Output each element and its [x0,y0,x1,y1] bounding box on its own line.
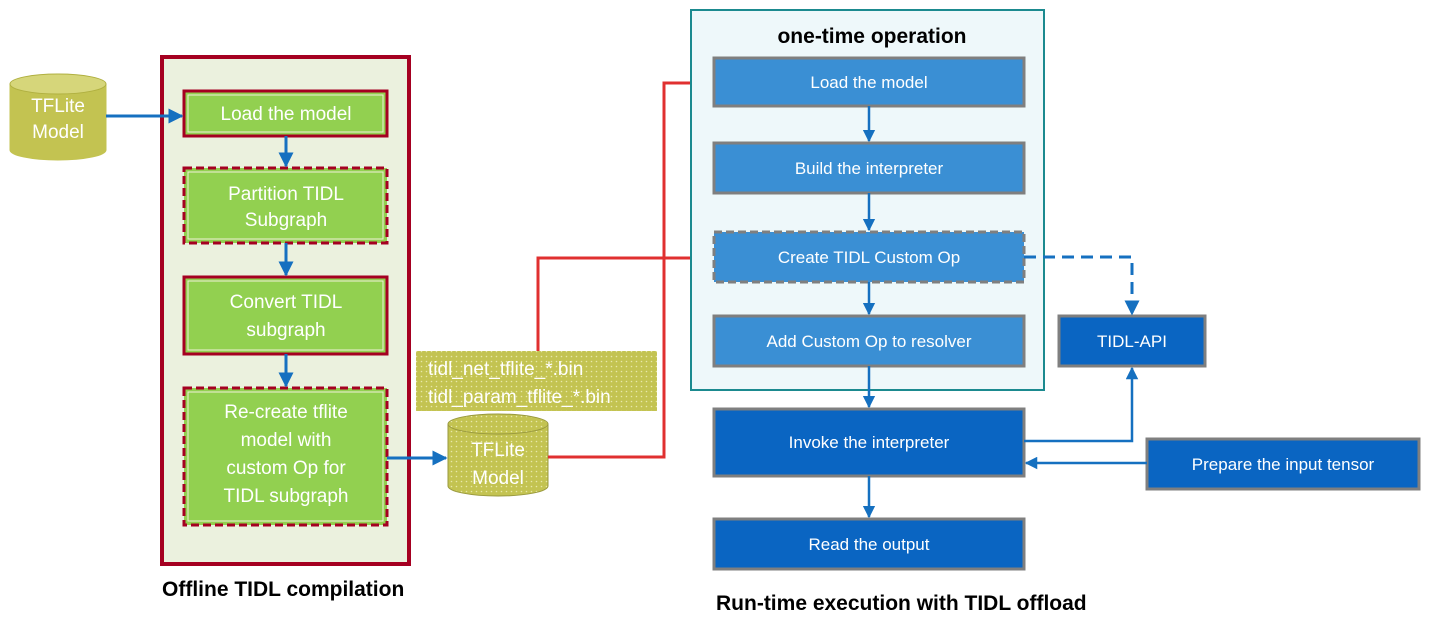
runtime-step-label: Load the model [810,73,927,92]
tidl-api-box: TIDL-API [1057,314,1207,368]
runtime-step-label: Create TIDL Custom Op [778,248,960,267]
offline-step-label: subgraph [246,320,325,341]
offline-step-label: model with [241,430,332,451]
runtime-step-label: Read the output [809,535,930,554]
offline-step-label: custom Op for [226,458,346,479]
prepare-input-label: Prepare the input tensor [1192,455,1375,474]
runtime-step-label: Invoke the interpreter [789,433,950,452]
offline-step-partition: Partition TIDL Subgraph [182,166,389,245]
input-model-cylinder: TFLite Model [9,73,107,161]
output-model-label-2: Model [472,468,524,489]
artifact-param-bin: tidl_param_tflite_*.bin [428,387,611,408]
offline-step-label: Partition TIDL [228,184,344,205]
offline-step-label: Re-create tflite [224,402,348,423]
offline-step-label: Subgraph [245,210,327,231]
offline-step-convert: Convert TIDL subgraph [182,275,389,356]
offline-step-label: Load the model [221,104,352,125]
offline-step-label: TIDL subgraph [224,486,349,507]
offline-step-label: Convert TIDL [230,292,343,313]
artifacts-box: tidl_net_tflite_*.bin tidl_param_tflite_… [416,351,657,411]
offline-step-recreate: Re-create tflite model with custom Op fo… [182,386,389,527]
runtime-step-add-custom-op: Add Custom Op to resolver [712,314,1026,368]
one-time-title: one-time operation [777,25,966,48]
runtime-section-title: Run-time execution with TIDL offload [716,592,1087,615]
runtime-step-build-interpreter: Build the interpreter [712,141,1026,195]
tidl-api-label: TIDL-API [1097,332,1167,351]
prepare-input-box: Prepare the input tensor [1145,437,1421,491]
input-model-label-2: Model [32,122,84,143]
runtime-step-label: Add Custom Op to resolver [766,332,971,351]
input-model-label-1: TFLite [31,96,85,117]
runtime-step-label: Build the interpreter [795,159,944,178]
offline-section-title: Offline TIDL compilation [162,578,404,601]
runtime-step-read-output: Read the output [712,517,1026,571]
runtime-step-load-model: Load the model [712,56,1026,108]
runtime-step-invoke: Invoke the interpreter [712,407,1026,478]
output-model-cylinder: TFLite Model [447,413,549,497]
offline-arrows [106,108,448,466]
output-model-label-1: TFLite [471,440,525,461]
red-connectors [536,75,714,459]
runtime-step-create-custom-op: Create TIDL Custom Op [712,230,1026,284]
artifact-net-bin: tidl_net_tflite_*.bin [428,359,583,380]
runtime-arrows [862,106,1147,519]
offline-step-load-model: Load the model [182,89,389,138]
